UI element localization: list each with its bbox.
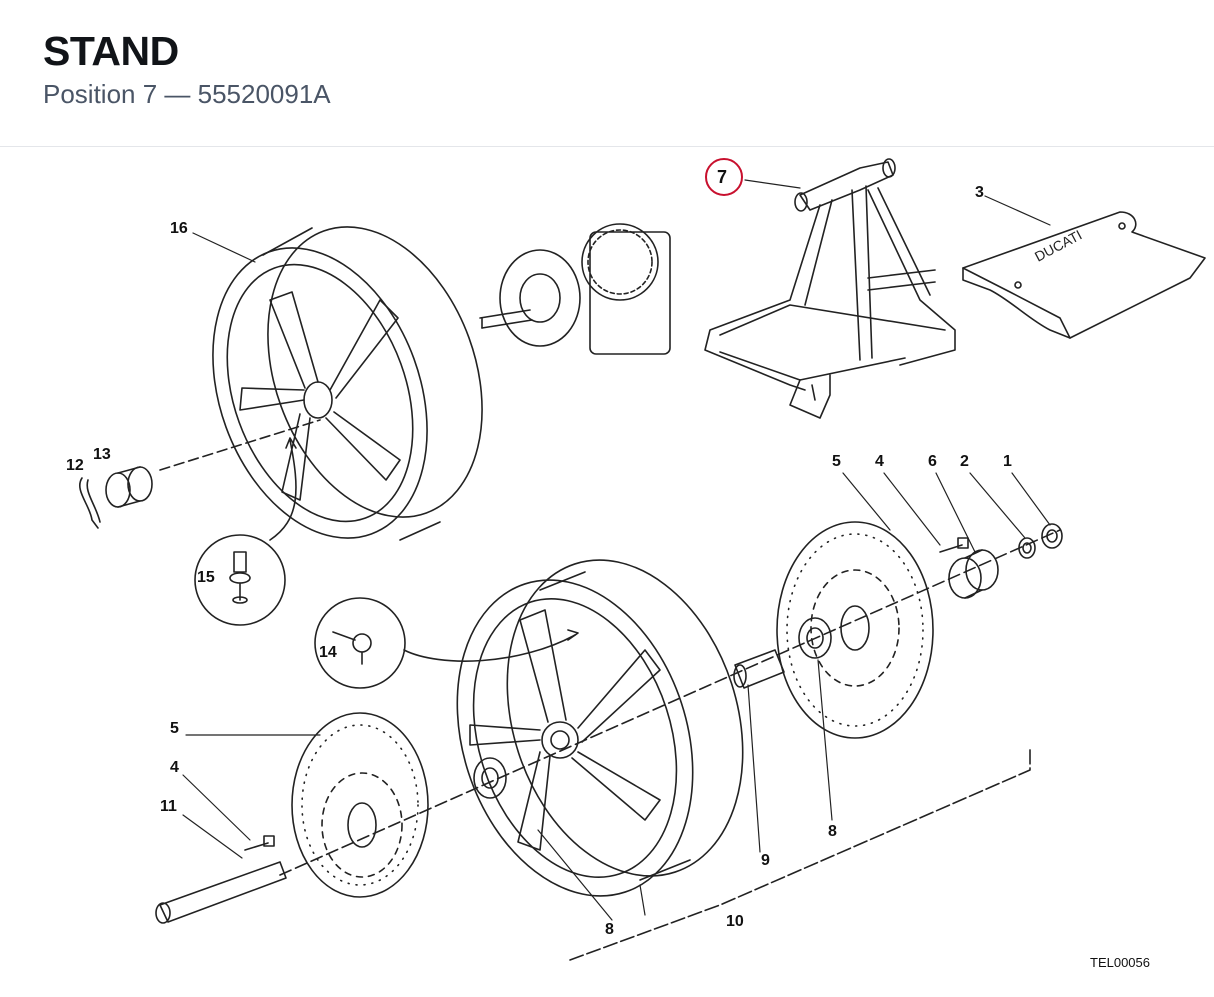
callout-10: 10 [726, 913, 744, 930]
decal-text: DUCATI [1032, 227, 1085, 265]
callout-9: 9 [761, 852, 770, 869]
callout-8-right: 8 [828, 823, 837, 840]
bearing-right [798, 617, 832, 659]
leader-lines [182, 179, 1051, 921]
page-title: STAND [43, 28, 179, 74]
assembly-bracket [569, 747, 1031, 961]
callout-1: 1 [1003, 453, 1012, 470]
front-brake-disc-left [291, 712, 429, 898]
front-wheel [456, 559, 744, 897]
callout-16: 16 [170, 220, 188, 237]
spacer-tube [733, 649, 785, 689]
reference-code: TEL00056 [1090, 955, 1150, 970]
page-subtitle: Position 7 — 55520091A [43, 79, 331, 109]
valve-inset [194, 437, 297, 626]
callout-12: 12 [66, 457, 84, 474]
cotter-pin [79, 477, 101, 529]
exploded-parts-diagram: DUCATI [79, 158, 1206, 961]
callout-3: 3 [975, 184, 984, 201]
valve-inset-14 [314, 597, 579, 689]
front-axle [155, 861, 287, 924]
bolt-right [939, 537, 969, 553]
callout-2: 2 [960, 453, 969, 470]
front-axle-centerline [279, 529, 1061, 876]
washer [1018, 537, 1036, 559]
callout-4-left: 4 [170, 759, 179, 776]
callout-7-highlighted[interactable]: 7 [717, 167, 728, 187]
highlight-ring[interactable] [705, 158, 743, 196]
callout-6: 6 [928, 453, 937, 470]
callout-5-right: 5 [832, 453, 841, 470]
front-brake-disc-right [776, 521, 934, 739]
callout-13: 13 [93, 446, 111, 463]
spacer-bush [105, 466, 153, 508]
rear-axle-centerline [159, 419, 321, 471]
stand-frame[interactable] [704, 158, 956, 419]
callout-15: 15 [197, 569, 215, 586]
callout-5-left: 5 [170, 720, 179, 737]
callout-11: 11 [160, 798, 177, 815]
header: STAND Position 7 — 55520091A [0, 0, 1214, 147]
callout-14: 14 [319, 644, 337, 661]
hub-spacer [948, 549, 999, 599]
callout-8-left: 8 [605, 921, 614, 938]
stand-cover-decal [962, 211, 1206, 339]
rear-sprocket-hub [479, 223, 671, 355]
bolt-left [244, 835, 275, 851]
rear-wheel [212, 226, 483, 541]
callout-4-right: 4 [875, 453, 884, 470]
